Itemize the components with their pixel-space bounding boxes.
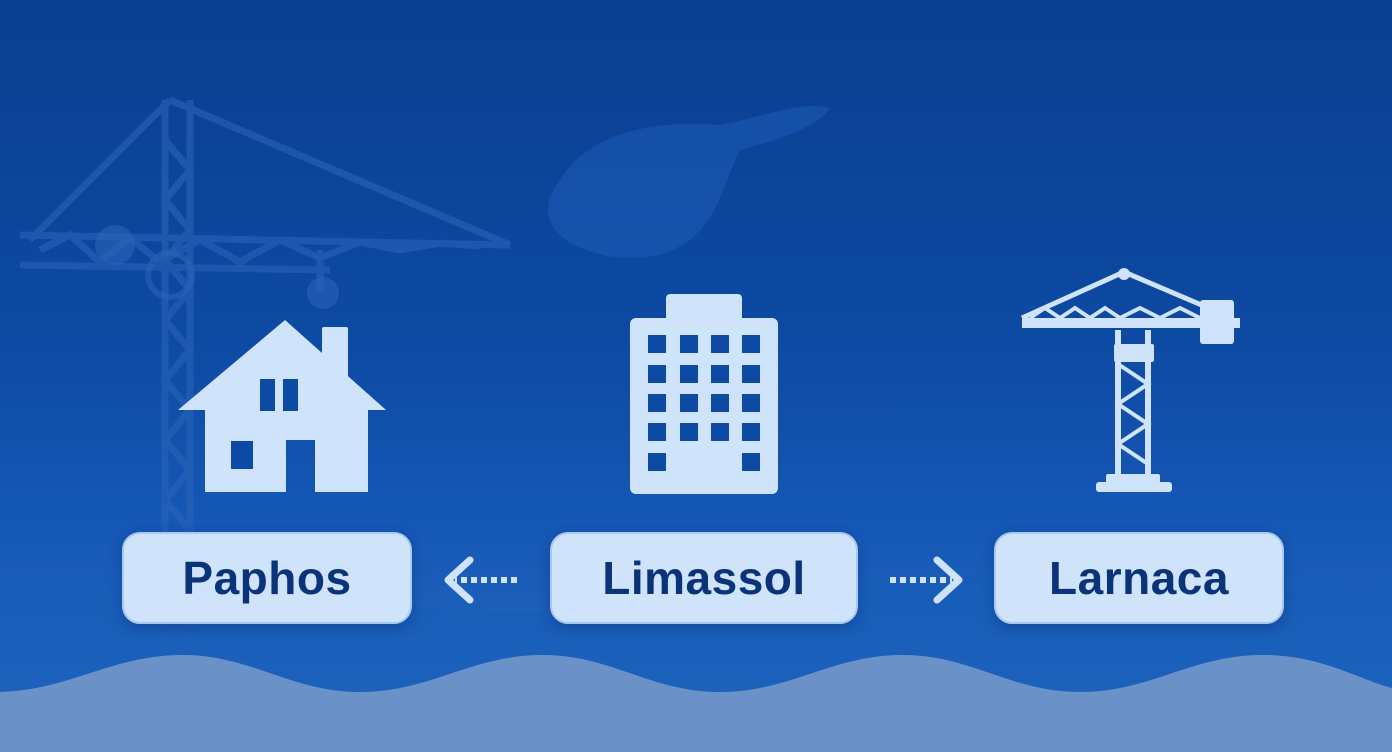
background-crane-pivot (145, 250, 195, 300)
city-label-limassol-text: Limassol (602, 552, 806, 604)
background-crane-counterweight (95, 225, 135, 265)
city-label-limassol: Limassol (550, 532, 858, 624)
city-label-larnaca-text: Larnaca (1049, 552, 1229, 604)
island-silhouette (548, 105, 830, 259)
city-label-paphos: Paphos (122, 532, 412, 624)
city-label-paphos-text: Paphos (182, 552, 352, 604)
wave-front (0, 654, 1392, 752)
city-label-larnaca: Larnaca (994, 532, 1284, 624)
background-crane-hook (307, 277, 339, 309)
